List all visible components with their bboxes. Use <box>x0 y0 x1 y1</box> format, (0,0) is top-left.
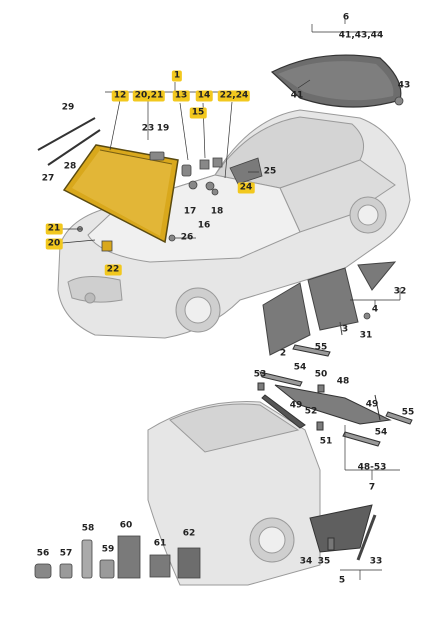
callout-17: 17 <box>183 206 197 217</box>
callout-54-top: 54 <box>293 362 307 373</box>
callout-26: 26 <box>180 232 194 243</box>
side-door-windows <box>262 261 397 356</box>
callout-12: 12 <box>111 90 129 102</box>
consumables-group <box>34 535 201 579</box>
callout-35: 35 <box>317 556 331 567</box>
callout-23: 23 <box>141 123 155 134</box>
callout-19: 19 <box>156 123 170 134</box>
callout-41-43-44: 41,43,44 <box>338 30 384 41</box>
small-clips-and-sensors <box>77 96 404 320</box>
rear-window-glass <box>270 54 402 108</box>
callout-20-21: 20,21 <box>132 90 166 102</box>
callout-20: 20 <box>45 238 63 250</box>
callout-58: 58 <box>81 523 95 534</box>
callout-48: 48 <box>336 376 350 387</box>
callout-43: 43 <box>397 80 411 91</box>
sedan-car-illustration <box>57 109 411 339</box>
callout-52: 52 <box>304 406 318 417</box>
callout-51: 51 <box>319 436 333 447</box>
callout-3: 3 <box>341 324 349 335</box>
callout-57: 57 <box>59 548 73 559</box>
callout-48-53: 48-53 <box>357 462 387 473</box>
callout-5: 5 <box>338 575 346 586</box>
callout-49-left: 49 <box>289 400 303 411</box>
callout-41: 41 <box>290 90 304 101</box>
callout-61: 61 <box>153 538 167 549</box>
callout-27: 27 <box>41 173 55 184</box>
callout-6: 6 <box>342 12 350 23</box>
callout-62: 62 <box>182 528 196 539</box>
callout-32: 32 <box>393 286 407 297</box>
callout-14: 14 <box>195 90 213 102</box>
callout-49-right: 49 <box>365 399 379 410</box>
callout-24: 24 <box>237 182 255 194</box>
callout-50: 50 <box>314 369 328 380</box>
callout-15: 15 <box>189 107 207 119</box>
callout-16: 16 <box>197 220 211 231</box>
quarter-glass-assembly <box>309 504 377 561</box>
callout-59: 59 <box>101 544 115 555</box>
rear-car-illustration <box>147 401 321 586</box>
callout-55-top: 55 <box>314 342 328 353</box>
callout-22-24: 22,24 <box>217 90 251 102</box>
roof-trim-strips <box>37 117 101 166</box>
callout-54-right: 54 <box>374 427 388 438</box>
callout-2: 2 <box>279 348 287 359</box>
callout-25: 25 <box>263 166 277 177</box>
callout-29: 29 <box>61 102 75 113</box>
callout-28: 28 <box>63 161 77 172</box>
callout-13: 13 <box>172 90 190 102</box>
callout-22: 22 <box>104 264 122 276</box>
callout-18: 18 <box>210 206 224 217</box>
door-trim-strips <box>257 344 413 447</box>
callout-21: 21 <box>45 223 63 235</box>
windshield-glass <box>62 144 179 244</box>
callout-4: 4 <box>371 304 379 315</box>
callout-34: 34 <box>299 556 313 567</box>
callout-31: 31 <box>359 330 373 341</box>
callout-60: 60 <box>119 520 133 531</box>
callout-53: 53 <box>253 369 267 380</box>
callout-55-right: 55 <box>401 407 415 418</box>
callout-7: 7 <box>368 482 376 493</box>
callout-56: 56 <box>36 548 50 559</box>
callout-33: 33 <box>369 556 383 567</box>
callout-1: 1 <box>171 70 183 82</box>
